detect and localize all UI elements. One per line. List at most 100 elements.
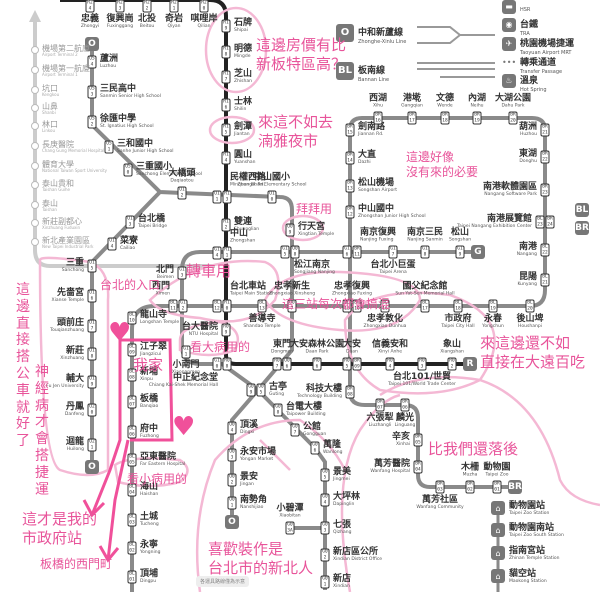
- station-marker[interactable]: BR08: [345, 385, 355, 399]
- station-marker[interactable]: O53: [87, 85, 97, 99]
- station-marker[interactable]: R19: [221, 19, 231, 33]
- station-marker[interactable]: BL13: [257, 299, 267, 313]
- station-marker[interactable]: BR04: [413, 460, 423, 474]
- station-marker[interactable]: R23: [115, 0, 125, 13]
- station-marker[interactable]: R02: [447, 357, 457, 371]
- station-marker[interactable]: R12: [221, 218, 231, 232]
- station-marker[interactable]: G01: [320, 575, 330, 589]
- station-marker[interactable]: BL04: [127, 483, 137, 497]
- station-marker[interactable]: G03: [320, 521, 330, 535]
- station-marker[interactable]: G05: [320, 468, 330, 482]
- station-marker[interactable]: G03A: [285, 521, 295, 535]
- airport-station-marker[interactable]: [31, 201, 39, 209]
- airport-station-marker[interactable]: [31, 66, 39, 74]
- airport-station-marker[interactable]: [31, 104, 39, 112]
- station-marker[interactable]: R24: [85, 0, 95, 13]
- station-marker[interactable]: R17: [221, 70, 231, 84]
- station-marker[interactable]: BR22: [540, 150, 550, 164]
- station-marker[interactable]: O50: [123, 163, 133, 177]
- station-marker[interactable]: G06: [310, 441, 320, 455]
- station-marker[interactable]: R03: [417, 357, 427, 371]
- station-marker[interactable]: BR17: [407, 111, 417, 125]
- station-marker[interactable]: BR20: [508, 111, 518, 125]
- station-marker[interactable]: R18: [221, 45, 231, 59]
- station-marker[interactable]: BR07: [375, 398, 385, 412]
- airport-station-marker[interactable]: [31, 162, 39, 170]
- airport-station-marker[interactable]: [31, 86, 39, 94]
- station-marker[interactable]: O18: [87, 347, 97, 361]
- station-marker[interactable]: O52: [87, 115, 97, 129]
- station-marker[interactable]: O07: [287, 299, 297, 313]
- station-marker[interactable]: G08: [273, 403, 283, 417]
- station-marker[interactable]: O13: [125, 215, 135, 229]
- station-marker[interactable]: G11: [181, 345, 191, 359]
- station-marker[interactable]: BR19: [472, 111, 482, 125]
- station-marker[interactable]: O20: [87, 403, 97, 417]
- station-marker[interactable]: BL05: [127, 453, 137, 467]
- station-marker[interactable]: R09: [221, 323, 231, 337]
- station-marker[interactable]: BL10: [127, 311, 137, 325]
- station-marker[interactable]: BR02: [465, 480, 475, 494]
- station-marker[interactable]: BL16: [380, 299, 390, 313]
- station-marker[interactable]: O19: [87, 375, 97, 389]
- station-marker[interactable]: BL21: [540, 273, 550, 287]
- station-marker[interactable]: G19: [455, 245, 465, 259]
- station-marker[interactable]: O14: [107, 237, 117, 251]
